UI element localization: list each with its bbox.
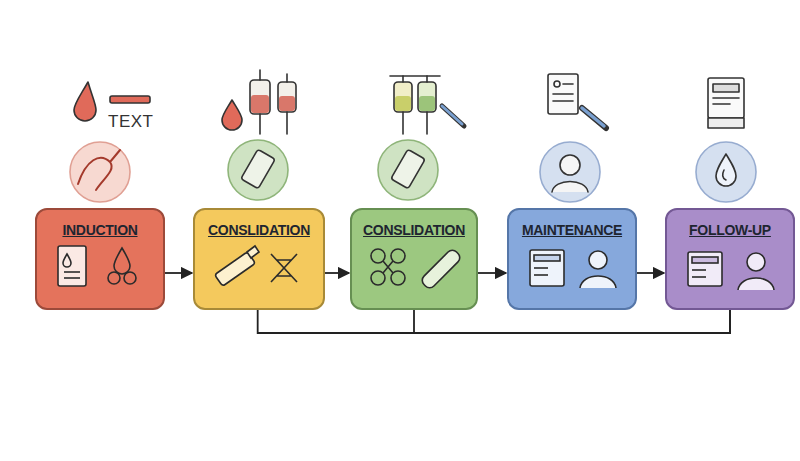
stage-title: CONSLIDATION — [352, 222, 476, 238]
drop-icon — [716, 154, 736, 186]
iv-bag — [418, 82, 436, 112]
icon-circle — [540, 142, 600, 202]
blood-drop — [222, 100, 242, 130]
icon-circle — [70, 142, 130, 202]
bar-icon — [110, 96, 150, 103]
flow-arrow — [165, 272, 192, 274]
iv-bag — [278, 82, 296, 112]
process-box: CONSLIDATION — [350, 208, 478, 310]
vial-icon — [241, 149, 275, 188]
iv-bag — [250, 80, 270, 114]
flow-arrow — [637, 272, 664, 274]
icon-circle — [378, 140, 438, 200]
person-icon — [560, 155, 580, 175]
document-icon — [548, 74, 578, 114]
process-box: FOLLOW-UP — [665, 208, 795, 310]
needle-icon — [78, 150, 120, 190]
process-box: INDUCTION — [35, 208, 165, 310]
vial-icon — [391, 149, 425, 188]
stage-title: MAINTENANCE — [509, 222, 635, 238]
iv-bag — [394, 82, 412, 112]
feedback-line — [258, 310, 730, 333]
stage-title: INDUCTION — [37, 222, 163, 238]
flow-arrow — [478, 272, 506, 274]
screen-icon — [708, 78, 744, 118]
flow-arrow — [325, 272, 349, 274]
feedback-line — [414, 310, 730, 333]
icon-label: TEXT — [108, 112, 153, 132]
process-box: MAINTENANCE — [507, 208, 637, 310]
stage-title: CONSLIDATION — [195, 222, 323, 238]
stage-title: FOLLOW-UP — [667, 222, 793, 238]
process-box: CONSLIDATION — [193, 208, 325, 310]
blood-drop — [74, 82, 96, 121]
icon-circle — [228, 140, 288, 200]
icon-circle — [696, 142, 756, 202]
